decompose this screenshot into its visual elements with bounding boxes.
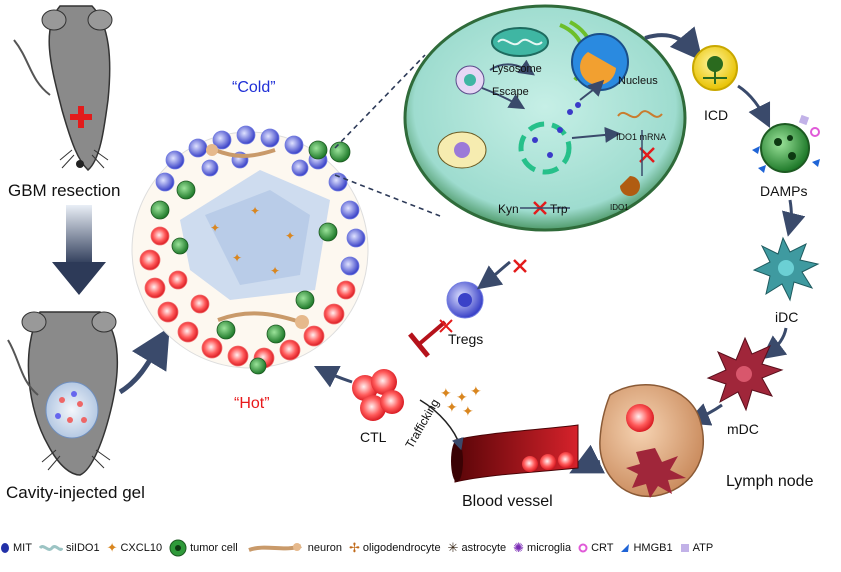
svg-text:✦: ✦ bbox=[270, 264, 280, 278]
legend-label: microglia bbox=[527, 542, 572, 554]
legend-item: ✦ CXCL10 bbox=[107, 540, 162, 556]
oligodendrocyte-icon: ✢ bbox=[349, 540, 360, 555]
label-tregs: Tregs bbox=[448, 331, 483, 347]
legend-label: MIT bbox=[13, 542, 32, 554]
legend-item: siIDO1 bbox=[38, 542, 100, 554]
tumor-cell-icon bbox=[169, 539, 187, 557]
label-gbm-resection: GBM resection bbox=[8, 181, 120, 200]
legend-label: tumor cell bbox=[190, 542, 238, 554]
legend-label: astrocyte bbox=[461, 542, 507, 554]
icd-cell bbox=[692, 45, 738, 91]
svg-text:✦: ✦ bbox=[250, 204, 260, 218]
legend-item: ✢ oligodendrocyte bbox=[349, 540, 441, 556]
label-ctl: CTL bbox=[360, 429, 387, 445]
treg-cell bbox=[446, 281, 484, 319]
label-lysosome: Lysosome bbox=[492, 63, 542, 75]
label-kyn: Kyn bbox=[498, 202, 519, 216]
neuron-icon bbox=[248, 543, 302, 552]
mdc-cell bbox=[706, 336, 784, 412]
legend-item: HMGB1 bbox=[620, 542, 673, 554]
astrocyte-icon: ✳ bbox=[447, 540, 459, 555]
label-damps: DAMPs bbox=[760, 183, 807, 199]
svg-text:✦: ✦ bbox=[446, 399, 458, 415]
legend-item: neuron bbox=[245, 540, 342, 556]
treg-inhibition bbox=[416, 320, 447, 347]
mit-icon bbox=[1, 543, 9, 553]
damps-cell bbox=[752, 114, 820, 173]
label-escape: Escape bbox=[492, 86, 529, 98]
arrow-to-vessel bbox=[569, 444, 606, 474]
svg-text:✦: ✦ bbox=[470, 383, 482, 399]
svg-text:✦: ✦ bbox=[285, 229, 295, 243]
legend: MIT siIDO1 ✦ CXCL10 tumor cell neuron ✢ … bbox=[0, 528, 841, 568]
label-trp: Trp bbox=[550, 202, 568, 216]
label-hot: “Hot” bbox=[234, 395, 270, 412]
mouse-gel bbox=[7, 311, 119, 476]
label-ido1: IDO1 bbox=[610, 203, 629, 212]
label-ido1-mrna: IDO1 mRNA bbox=[616, 132, 666, 142]
legend-label: CRT bbox=[591, 542, 614, 554]
arrow-ctl-to-cavity bbox=[313, 365, 353, 388]
svg-text:✦: ✦ bbox=[462, 403, 474, 419]
legend-item: CRT bbox=[578, 542, 613, 554]
blood-vessel bbox=[451, 424, 579, 483]
zoomed-cell bbox=[403, 4, 687, 232]
zoom-line-bottom bbox=[334, 174, 441, 217]
arrow-to-icd bbox=[644, 26, 703, 62]
down-arrow bbox=[52, 205, 106, 295]
arrow-to-tregs bbox=[476, 260, 511, 290]
ctl-cluster bbox=[352, 369, 404, 421]
legend-label: oligodendrocyte bbox=[362, 542, 441, 554]
hmgb1-icon bbox=[621, 544, 630, 552]
legend-label: siIDO1 bbox=[65, 542, 100, 554]
legend-item: tumor cell bbox=[169, 539, 238, 557]
mouse-resection bbox=[13, 5, 113, 172]
label-mdc: mDC bbox=[727, 421, 759, 437]
microglia-icon: ✺ bbox=[513, 540, 525, 555]
legend-item: ✳ astrocyte bbox=[448, 540, 507, 556]
legend-label: HMGB1 bbox=[633, 542, 673, 554]
cxcl10-cluster: ✦✦ ✦✦ ✦ bbox=[440, 383, 482, 419]
svg-text:✦: ✦ bbox=[210, 221, 220, 235]
atp-icon bbox=[680, 544, 689, 552]
cxcl10-icon: ✦ bbox=[106, 540, 118, 555]
zoom-line-top bbox=[334, 54, 426, 149]
label-trafficking: Trafficking bbox=[402, 396, 441, 450]
arrow-trafficking bbox=[419, 399, 464, 451]
legend-label: ATP bbox=[692, 542, 714, 554]
legend-label: CXCL10 bbox=[120, 542, 163, 554]
legend-item: MIT bbox=[0, 542, 32, 554]
arrow-to-damps bbox=[737, 84, 771, 129]
label-nucleus: Nucleus bbox=[618, 75, 658, 87]
svg-text:✦: ✦ bbox=[440, 385, 452, 401]
label-cold: “Cold” bbox=[232, 79, 276, 96]
label-idc: iDC bbox=[775, 309, 798, 325]
siido1-icon bbox=[38, 545, 63, 551]
label-lymph-node: Lymph node bbox=[726, 473, 814, 490]
legend-item: ATP bbox=[680, 542, 714, 554]
crt-icon bbox=[578, 543, 588, 553]
arrow-gel-to-cavity bbox=[118, 327, 170, 395]
legend-item: ✺ microglia bbox=[513, 540, 571, 556]
label-blood-vessel: Blood vessel bbox=[462, 493, 553, 510]
lymph-node bbox=[599, 384, 705, 498]
arrow-to-idc bbox=[781, 199, 806, 237]
label-icd: ICD bbox=[704, 107, 728, 123]
svg-text:✦: ✦ bbox=[456, 389, 468, 405]
idc-cell bbox=[752, 236, 820, 302]
tumor-cavity: ✦ ✦ ✦ ✦ ✦ bbox=[131, 125, 369, 375]
svg-text:✦: ✦ bbox=[232, 251, 242, 265]
label-cavity-gel: Cavity-injected gel bbox=[6, 483, 145, 502]
legend-label: neuron bbox=[307, 542, 343, 554]
arrow-to-mdc bbox=[760, 327, 788, 360]
